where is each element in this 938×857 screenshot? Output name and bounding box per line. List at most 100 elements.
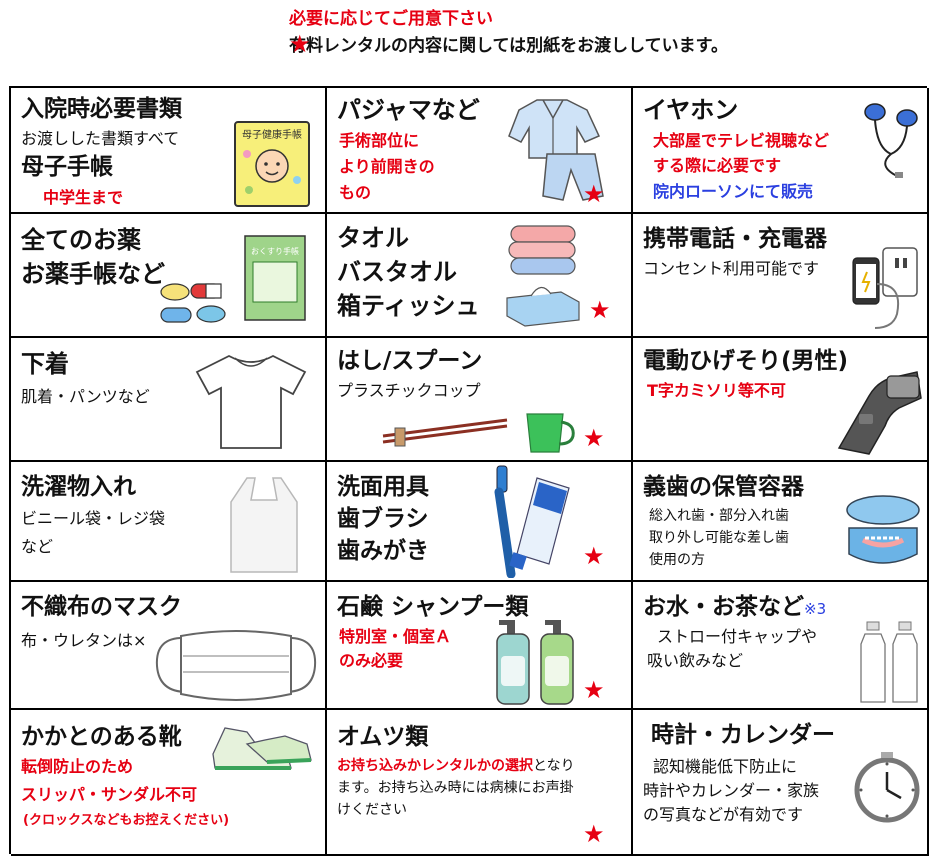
item-documents: 入院時必要書類 お渡しした書類すべて 母子手帳 中学生まで 母子健康手帳 xyxy=(11,88,327,214)
item-desc: 吸い飲みなど xyxy=(647,651,744,670)
item-chopsticks: はし/スプーン プラスチックコップ ★ xyxy=(327,338,633,462)
towel-icon xyxy=(506,225,580,327)
item-strong: 母子手帳 xyxy=(21,154,113,180)
item-underwear: 下着 肌着・パンツなど xyxy=(11,338,327,462)
item-note-red-small: (クロックスなどもお控えください) xyxy=(23,813,230,828)
item-desc: 使用の方 xyxy=(649,552,705,568)
item-diapers: オムツ類 お持ち込みかレンタルかの選択となり ます。お持ち込み時には病棟にお声掛… xyxy=(327,710,633,856)
item-towels: タオル バスタオル 箱ティッシュ ★ xyxy=(327,214,633,338)
star-icon: ★ xyxy=(583,820,605,848)
star-icon: ★ xyxy=(583,424,605,452)
pajamas-icon xyxy=(508,99,604,201)
chopsticks-cup-icon xyxy=(382,413,575,453)
item-clock: 時計・カレンダー 認知機能低下防止に 時計やカレンダー・家族 の写真などが有効で… xyxy=(633,710,929,856)
item-shaver: 電動ひげそり(男性) T字カミソリ等不可 xyxy=(633,338,929,462)
item-note-red: 中学生まで xyxy=(43,188,124,207)
item-pajamas: パジャマなど 手術部位に より前開きの もの ★ xyxy=(327,88,633,214)
item-shoes: かかとのある靴 転倒防止のため スリッパ・サンダル不可 (クロックスなどもお控え… xyxy=(11,710,327,856)
medicine-icon: おくすり手帳 xyxy=(160,235,306,323)
item-title: 義歯の保管容器 xyxy=(643,474,804,500)
item-note-red: 大部屋でテレビ視聴など xyxy=(653,131,830,150)
item-desc: の写真などが有効です xyxy=(643,805,804,824)
bottles-icon xyxy=(860,621,918,703)
item-desc: など xyxy=(21,537,54,556)
item-title: 石鹸 シャンプー類 xyxy=(337,594,529,620)
item-note-red: 転倒防止のため xyxy=(21,757,134,776)
clock-icon xyxy=(854,752,920,823)
item-title: 箱ティッシュ xyxy=(337,292,480,320)
footnote-mark: ※3 xyxy=(804,600,827,618)
item-phone: 携帯電話・充電器 コンセント利用可能です xyxy=(633,214,929,338)
item-note-red: T字カミソリ等不可 xyxy=(647,381,786,400)
page-header: 必要に応じてご用意下さい ★有料レンタルの内容に関しては別紙をお渡ししています。 xyxy=(289,6,728,60)
item-title: 歯みがき xyxy=(337,538,429,564)
star-icon: ★ xyxy=(589,296,611,324)
item-desc: お持ち込みかレンタルかの選択となり xyxy=(337,756,575,777)
electric-shaver-icon xyxy=(837,371,922,455)
item-note-blue: 院内ローソンにて販売 xyxy=(653,182,814,201)
item-title: 不織布のマスク xyxy=(21,594,182,620)
item-title: 時計・カレンダー xyxy=(651,722,835,748)
item-note-red: より前開きの xyxy=(339,157,435,176)
item-note-red: 特別室・個室Ａ xyxy=(339,627,452,646)
phone-charger-icon xyxy=(852,247,918,329)
item-title: 洗面用具 xyxy=(337,474,429,500)
item-title: タオル xyxy=(337,224,409,252)
item-desc: 時計やカレンダー・家族 xyxy=(643,781,820,800)
item-desc: けください xyxy=(337,802,407,818)
item-desc: 肌着・パンツなど xyxy=(21,387,150,406)
item-desc: 総入れ歯・部分入れ歯 xyxy=(649,508,789,524)
star-icon: ★ xyxy=(583,676,605,704)
item-title: オムツ類 xyxy=(337,724,429,750)
item-denture-case: 義歯の保管容器 総入れ歯・部分入れ歯 取り外し可能な差し歯 使用の方 xyxy=(633,462,929,582)
item-mask: 不織布のマスク 布・ウレタンは× xyxy=(11,582,327,710)
item-title: パジャマなど xyxy=(337,96,480,124)
star-icon: ★ xyxy=(583,542,605,570)
item-drinks: お水・お茶など※3 ストロー付キャップや 吸い飲みなど xyxy=(633,582,929,710)
item-title: イヤホン xyxy=(643,96,739,124)
item-title-text: お水・お茶など xyxy=(643,594,804,620)
header-line2-text: 有料レンタルの内容に関しては別紙をお渡ししています。 xyxy=(289,36,728,56)
item-shampoo: 石鹸 シャンプー類 特別室・個室Ａ のみ必要 ★ xyxy=(327,582,633,710)
item-desc: 認知機能低下防止に xyxy=(653,757,798,776)
item-desc: ます。お持ち込み時には病棟にお声掛 xyxy=(337,780,574,796)
item-title: お水・お茶など※3 xyxy=(643,592,826,624)
item-note-red: もの xyxy=(339,183,372,202)
item-desc: ストロー付キャップや xyxy=(657,627,818,646)
items-grid: 入院時必要書類 お渡しした書類すべて 母子手帳 中学生まで 母子健康手帳 パジャ… xyxy=(9,86,929,856)
item-desc: 布・ウレタンは× xyxy=(21,631,147,650)
item-desc: 取り外し可能な差し歯 xyxy=(649,530,789,546)
item-title: はし/スプーン xyxy=(337,348,483,374)
handbook-label: 母子健康手帳 xyxy=(242,128,302,141)
item-laundry-bag: 洗濯物入れ ビニール袋・レジ袋 など xyxy=(11,462,327,582)
header-line1: 必要に応じてご用意下さい xyxy=(289,9,493,29)
item-desc: お渡しした書類すべて xyxy=(21,129,180,148)
item-title: お薬手帳など xyxy=(21,260,165,288)
item-toiletries: 洗面用具 歯ブラシ 歯みがき ★ xyxy=(327,462,633,582)
item-title: 全てのお薬 xyxy=(21,226,141,254)
medicine-book-label: おくすり手帳 xyxy=(251,246,299,256)
item-desc-text: となり xyxy=(533,758,575,774)
item-title: 携帯電話・充電器 xyxy=(643,226,827,252)
item-title: 歯ブラシ xyxy=(337,506,429,532)
tshirt-icon xyxy=(195,354,307,449)
item-desc: プラスチックコップ xyxy=(337,381,481,400)
item-title: 下着 xyxy=(21,350,69,378)
shampoo-icon xyxy=(496,620,574,705)
item-title: 入院時必要書類 xyxy=(21,96,182,122)
item-title: 洗濯物入れ xyxy=(21,474,136,500)
item-medicine: 全てのお薬 お薬手帳など おくすり手帳 xyxy=(11,214,327,338)
denture-case-icon xyxy=(846,495,920,564)
earphones-icon xyxy=(864,103,918,178)
star-icon: ★ xyxy=(583,180,605,208)
item-desc: コンセント利用可能です xyxy=(643,259,820,278)
toothbrush-icon xyxy=(494,465,570,578)
item-note-red: お持ち込みかレンタルかの選択 xyxy=(337,758,533,774)
shoes-icon xyxy=(212,727,312,770)
item-note-red: スリッパ・サンダル不可 xyxy=(21,785,198,804)
mother-child-handbook-icon: 母子健康手帳 xyxy=(234,121,310,207)
item-note-red: のみ必要 xyxy=(339,651,404,670)
item-title: 電動ひげそり(男性) xyxy=(643,348,849,374)
item-title: バスタオル xyxy=(337,258,457,286)
star-icon: ★ xyxy=(289,30,311,58)
